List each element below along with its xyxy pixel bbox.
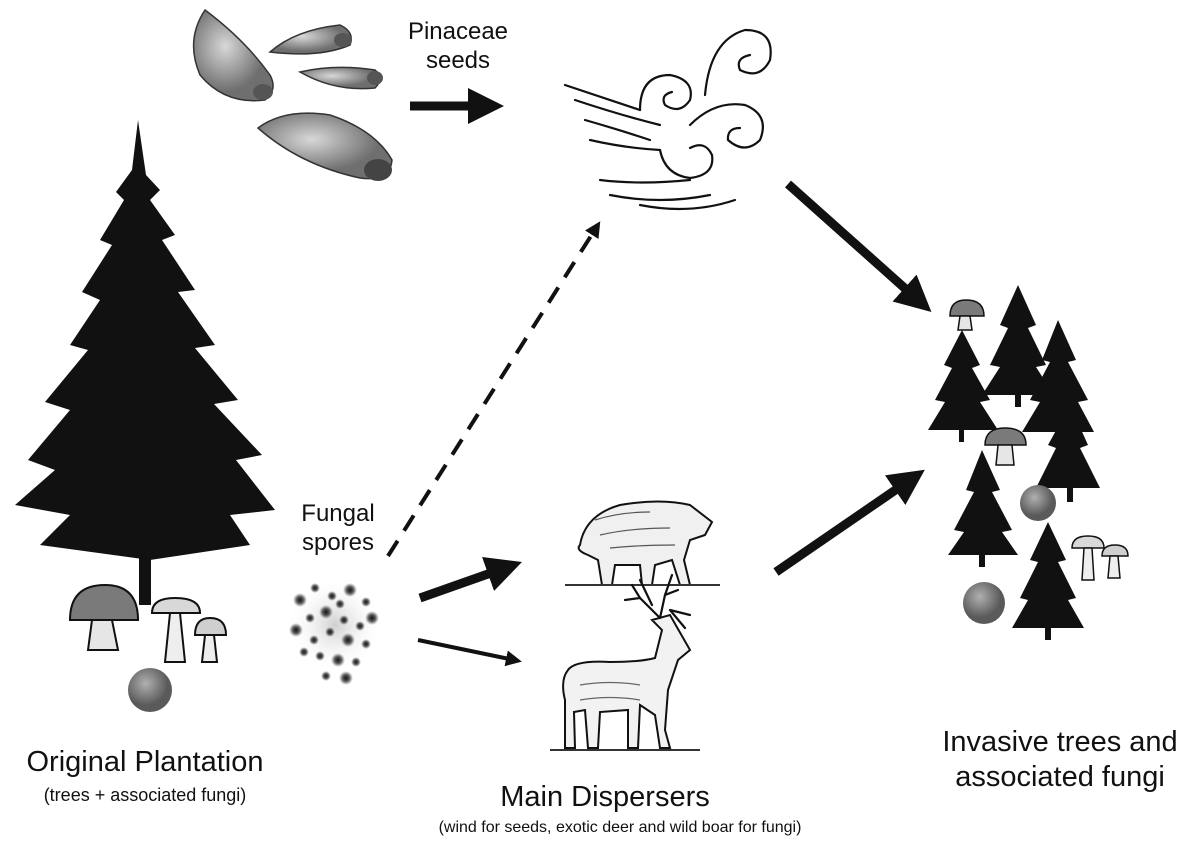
- label-fungal-spores: Fungal spores: [301, 500, 375, 556]
- spore-dot: [335, 599, 345, 609]
- arrow-dispersers-to-forest: [773, 469, 925, 576]
- spore-dot: [310, 583, 320, 593]
- deer-icon: [550, 573, 700, 751]
- conifer-tree-icon: [948, 450, 1018, 567]
- mushroom-icon: [1071, 535, 1105, 581]
- winged-seed-icon: [256, 112, 393, 181]
- label-original-plantation: Original Plantation: [26, 746, 264, 778]
- conifer-tree-icon: [1012, 522, 1084, 640]
- mushroom-icon: [68, 583, 140, 651]
- conifer-tree-icon: [1036, 405, 1100, 502]
- label-original-plantation-sub: (trees + associated fungi): [43, 785, 247, 805]
- spore-dot: [331, 653, 345, 667]
- spore-cloud-icon: [287, 577, 383, 685]
- winged-seed-icon: [268, 24, 352, 55]
- winged-seed-icon: [192, 8, 274, 102]
- arrow-spores-to-boar: [418, 557, 522, 603]
- conifer-tree-icon: [982, 285, 1054, 407]
- mushroom-icon: [949, 299, 985, 331]
- spore-dot: [315, 651, 325, 661]
- spore-dot: [343, 583, 357, 597]
- arrow-wind-to-forest: [785, 180, 932, 312]
- spore-dot: [299, 647, 309, 657]
- mushroom-icon: [984, 427, 1027, 466]
- spore-dot: [319, 605, 333, 619]
- label-main-dispersers-sub: (wind for seeds, exotic deer and wild bo…: [438, 819, 802, 836]
- spore-dot: [361, 597, 371, 607]
- winged-seed-icon: [297, 66, 383, 90]
- spore-dot: [355, 621, 365, 631]
- mushroom-icon: [150, 596, 202, 663]
- spore-dot: [365, 611, 379, 625]
- spore-dot: [361, 639, 371, 649]
- arrow-spores-to-wind-dashed: [386, 221, 601, 558]
- truffle-icon: [1020, 485, 1056, 521]
- truffle-icon: [963, 582, 1005, 624]
- label-invasive-trees: Invasive trees and associated fungi: [942, 726, 1178, 793]
- spore-dot: [309, 635, 319, 645]
- conifer-tree-icon: [928, 330, 998, 442]
- truffle-icon: [128, 668, 172, 712]
- label-main-dispersers: Main Dispersers: [500, 781, 710, 813]
- spore-dot: [305, 613, 315, 623]
- spore-dot: [339, 615, 349, 625]
- spore-dot: [293, 593, 307, 607]
- invasive-forest: [928, 285, 1129, 640]
- arrow-spores-to-deer: [417, 638, 522, 667]
- mushroom-icon: [1101, 544, 1129, 579]
- wild-boar-icon: [565, 500, 720, 586]
- spore-dot: [341, 633, 355, 647]
- spore-dot: [351, 657, 361, 667]
- spore-dot: [325, 627, 335, 637]
- mushroom-icon: [193, 616, 228, 663]
- wind-swirl-icon: [563, 28, 772, 211]
- spore-dot: [339, 671, 353, 685]
- spore-dot: [327, 591, 337, 601]
- label-pinaceae-seeds: Pinaceae seeds: [407, 18, 509, 74]
- original-tree-icon: [15, 120, 275, 605]
- spore-dot: [289, 623, 303, 637]
- spore-dot: [321, 671, 331, 681]
